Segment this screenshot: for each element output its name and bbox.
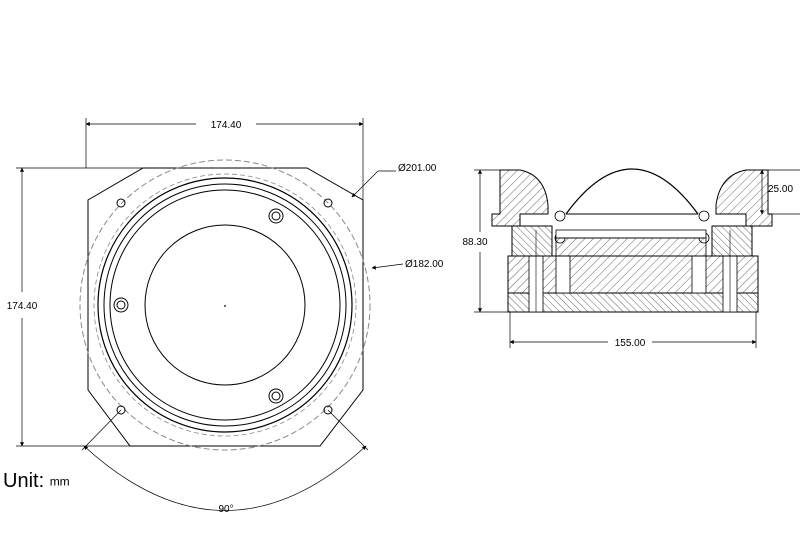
outer-diameter-label: Ø201.00 [398,163,437,174]
housing-ring-step [109,189,341,421]
mounting-hole-top-left [116,198,126,208]
bore-circle [144,224,306,386]
screw-bottom-right [268,388,284,404]
base-plate-bottom [507,292,759,313]
unit-value: mm [49,474,70,489]
housing-ring-inner [103,183,347,427]
bolt-circle-label: Ø182.00 [405,259,444,270]
section-width-label: 155.00 [615,338,646,349]
right-clamp [711,225,753,257]
section-height-dimension: 88.30 [462,169,508,313]
unit-note: Unit: mm [3,470,70,493]
section-height-label: 88.30 [462,237,487,248]
height-dimension: 174.40 [7,167,143,447]
section-width-dimension: 155.00 [509,312,757,349]
bolt-circle-callout: Ø182.00 [371,259,444,270]
base-plate [507,255,759,294]
outer-diameter-callout: Ø201.00 [351,163,437,198]
mounting-hole-top-right [323,198,333,208]
center-point [224,305,226,307]
left-flange [491,169,549,227]
mounting-hole-bottom-right [323,405,333,415]
glass-plate [555,229,707,239]
angle-dimension: 90° [81,409,369,515]
mounting-hole-bottom-left [116,405,126,415]
flange-outline [87,167,364,447]
unit-label-text: Unit: [3,470,45,492]
left-clamp [511,225,553,257]
bolt-circle [93,173,357,437]
dome-window [565,168,699,215]
right-flange [715,169,773,227]
width-dimension: 174.40 [85,118,364,200]
height-label: 174.40 [7,301,38,312]
angle-label: 90° [218,504,233,515]
section-view: 88.30 155.00 25.00 [462,168,800,349]
housing-ring-outer [97,177,353,433]
width-label: 174.40 [211,120,242,131]
flange-dimension: 25.00 [759,169,800,215]
screw-left [113,297,129,313]
flange-label: 25.00 [768,184,793,195]
screw-top-right [268,208,284,224]
front-view: 174.40 174.40 Ø201.00 Ø182.00 90° [7,118,444,515]
